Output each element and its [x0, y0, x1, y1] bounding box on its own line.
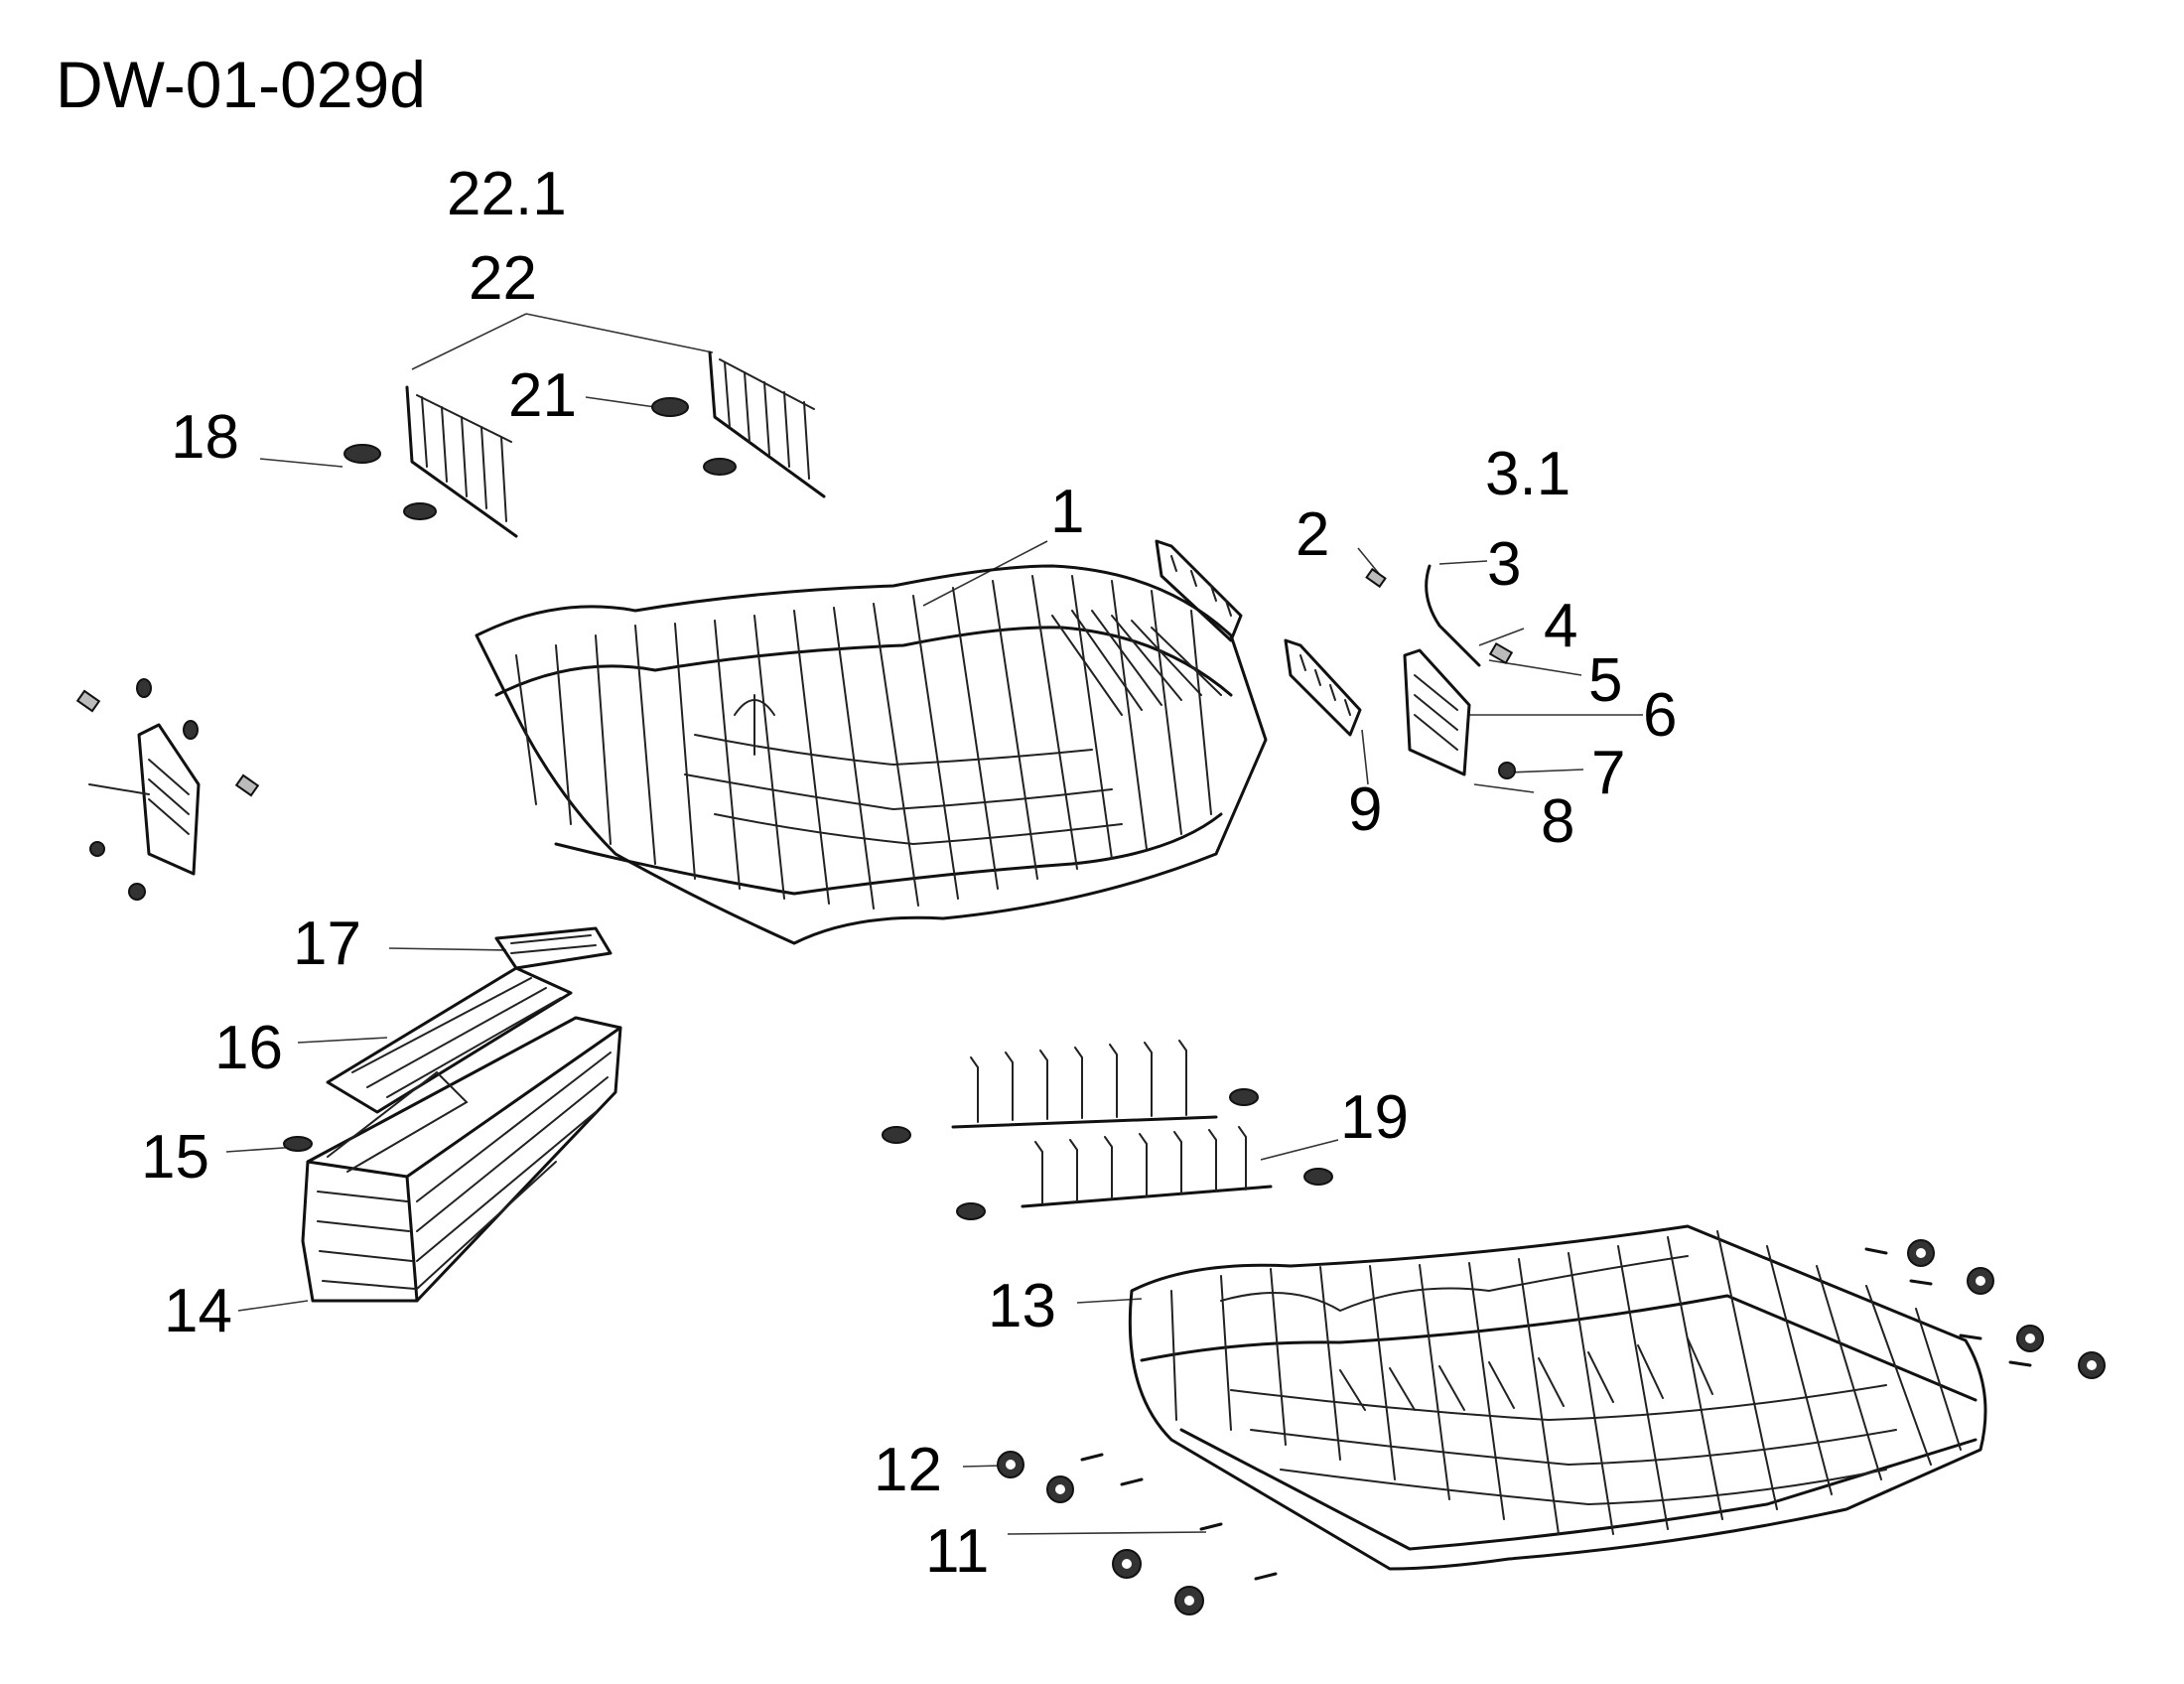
- callout-3: 3: [1487, 530, 1522, 599]
- cutlery-basket-cover: [326, 966, 573, 1114]
- diagram-title: DW-01-029d: [56, 48, 426, 121]
- callout-13: 13: [988, 1272, 1056, 1340]
- left-adjuster-assembly: [75, 678, 260, 901]
- callout-2: 2: [1296, 500, 1330, 569]
- lower-rack: [1128, 1224, 1987, 1571]
- lower-rack-wheels: [997, 1239, 2106, 1615]
- callout-21: 21: [508, 361, 577, 430]
- lower-rack-tine-row-back: [882, 1040, 1259, 1144]
- callout-22: 22: [469, 244, 537, 313]
- callout-6: 6: [1643, 681, 1678, 750]
- leader-lines: [225, 313, 1643, 1535]
- lower-rack-axles: [1080, 1247, 2032, 1581]
- callout-7: 7: [1591, 739, 1626, 807]
- tine-clips: [343, 397, 737, 520]
- callout-18: 18: [171, 403, 239, 472]
- rack-rail-top: [1155, 539, 1243, 642]
- rack-rail-bottom: [1284, 638, 1362, 737]
- callout-17: 17: [293, 910, 361, 978]
- callout-14: 14: [164, 1277, 232, 1345]
- callout-4: 4: [1544, 592, 1578, 660]
- lower-rack-tine-row-front: [956, 1126, 1333, 1220]
- callout-19: 19: [1340, 1083, 1409, 1152]
- callout-15: 15: [141, 1123, 209, 1192]
- callout-5: 5: [1588, 646, 1623, 715]
- callout-12: 12: [874, 1436, 942, 1504]
- callout-22-1: 22.1: [447, 160, 567, 228]
- cutlery-basket: [283, 1016, 622, 1303]
- cutlery-basket-lid: [494, 926, 613, 970]
- callout-16: 16: [214, 1014, 283, 1082]
- callout-11: 11: [925, 1517, 990, 1586]
- tine-row-left: [405, 385, 518, 538]
- callout-8: 8: [1541, 787, 1575, 856]
- callout-1: 1: [1050, 478, 1085, 546]
- upper-rack: [475, 564, 1268, 945]
- callout-9: 9: [1348, 775, 1383, 844]
- tine-row-right: [708, 351, 826, 498]
- rack-adjuster: [1365, 564, 1516, 779]
- callout-3-1: 3.1: [1485, 440, 1571, 508]
